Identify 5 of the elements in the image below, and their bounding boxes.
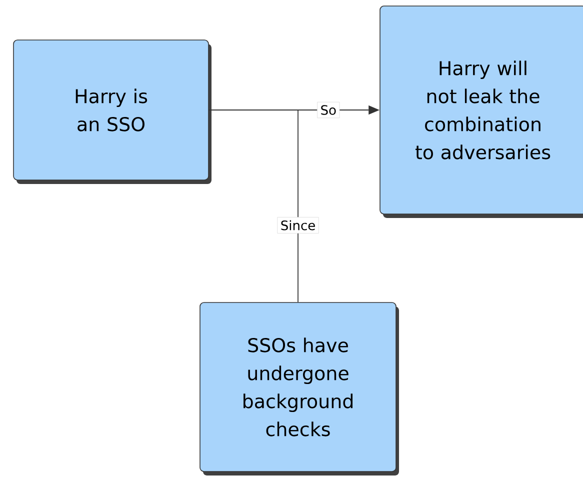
text-box: Harry is an SSO: [13, 40, 212, 184]
text-box: Harry will not leak the combination to adversaries: [380, 6, 583, 218]
edge-label: Since: [277, 217, 319, 234]
text-box: SSOs have undergone background checks: [200, 302, 399, 476]
edge-label: So: [317, 102, 340, 118]
